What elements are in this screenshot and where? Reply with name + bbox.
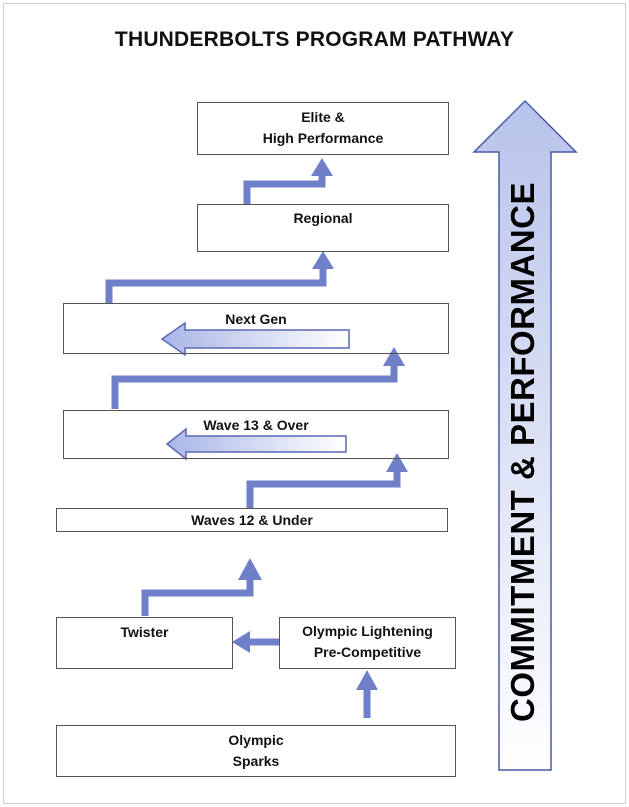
- level-label: Wave 13 & Over: [203, 417, 309, 433]
- connector-wave13-to-nextgen: [111, 364, 398, 409]
- level-box-elite: Elite & High Performance: [197, 102, 449, 155]
- level-label: Olympic: [228, 732, 284, 748]
- level-box-olympic-sparks: Olympic Sparks: [56, 725, 456, 777]
- level-label: Next Gen: [225, 311, 287, 327]
- page-title: THUNDERBOLTS PROGRAM PATHWAY: [114, 28, 515, 51]
- nextgen-left-arrow: [160, 321, 350, 357]
- level-box-waves-12-under: Waves 12 & Under: [56, 508, 448, 532]
- level-label: High Performance: [262, 130, 384, 146]
- arrowhead-up-icon: [356, 670, 378, 690]
- arrowhead-up-icon: [386, 453, 408, 472]
- level-label: Regional: [293, 210, 353, 226]
- arrowhead-up-icon: [383, 347, 405, 366]
- level-label: Olympic Lightening: [302, 623, 433, 639]
- wave13-left-arrow: [165, 427, 347, 461]
- level-box-twister: Twister: [56, 617, 233, 669]
- level-label: Twister: [120, 624, 169, 640]
- arrowhead-left-icon: [232, 631, 250, 653]
- arrowhead-up-icon: [312, 251, 334, 269]
- arrowhead-up-icon: [238, 558, 262, 580]
- level-box-regional: Regional: [197, 204, 449, 252]
- page-frame: [3, 3, 626, 804]
- connector-twister-to-waves12: [141, 578, 254, 616]
- level-label: Elite &: [301, 109, 345, 125]
- commitment-arrow: [472, 99, 578, 771]
- level-box-olympic-lightening: Olympic Lightening Pre-Competitive: [279, 617, 456, 669]
- level-box-wave-13-over: Wave 13 & Over: [63, 410, 449, 459]
- level-label: Pre-Competitive: [313, 644, 422, 660]
- connector-nextgen-to-regional: [105, 267, 327, 304]
- arrowhead-up-icon: [311, 158, 333, 176]
- connector-regional-to-elite: [243, 174, 326, 205]
- level-label: Sparks: [232, 753, 280, 769]
- connector-waves12-to-wave13: [246, 470, 401, 508]
- level-label: Waves 12 & Under: [191, 512, 313, 528]
- level-box-next-gen: Next Gen: [63, 303, 449, 354]
- commitment-performance-label: COMMITMENT & PERFORMANCE: [504, 182, 541, 722]
